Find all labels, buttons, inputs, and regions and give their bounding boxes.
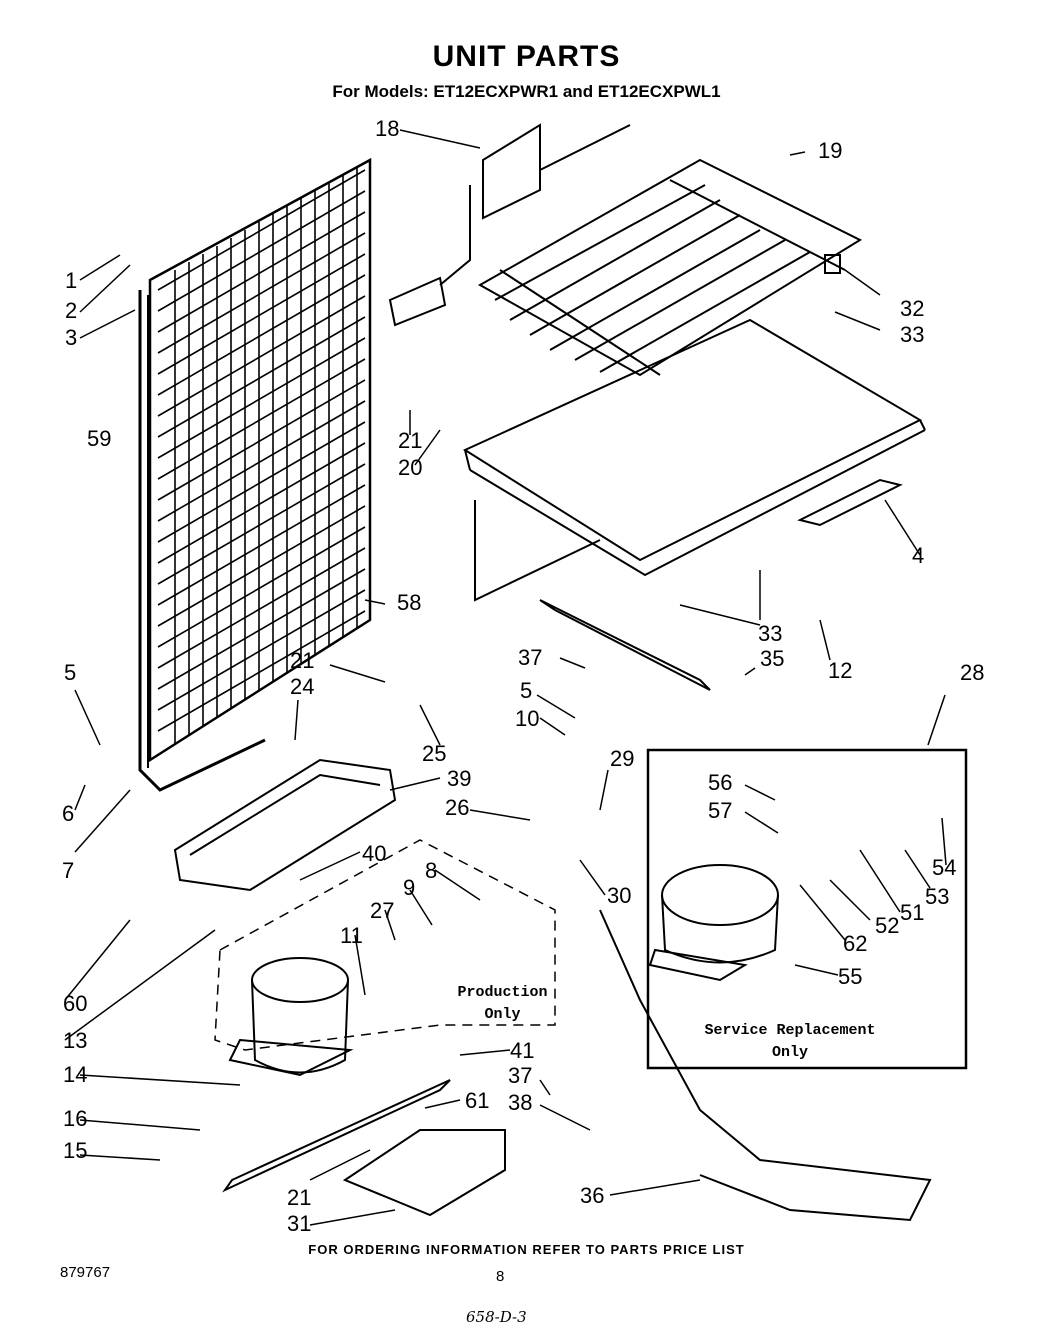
callout-16: 16 — [63, 1106, 88, 1131]
callout-60: 60 — [63, 991, 88, 1016]
liner-floor — [462, 318, 926, 602]
callout-21b: 21 — [290, 648, 315, 673]
callout-53: 53 — [925, 884, 950, 909]
callout-24: 24 — [290, 674, 315, 699]
page-number: 8 — [496, 1268, 505, 1285]
production-only-note: Production Only — [457, 984, 548, 1023]
evaporator-assembly — [388, 123, 863, 377]
callout-62: 62 — [843, 931, 868, 956]
callout-39: 39 — [447, 766, 472, 791]
callout-52: 52 — [875, 913, 900, 938]
callout-26: 26 — [445, 795, 470, 820]
callout-35: 35 — [760, 646, 785, 671]
callout-56: 56 — [708, 770, 733, 795]
callout-5b: 5 — [520, 678, 533, 703]
callout-13: 13 — [63, 1028, 88, 1053]
service-replacement-note: Service Replacement Only — [704, 1022, 876, 1061]
callout-55: 55 — [838, 964, 863, 989]
tubing — [599, 909, 932, 1222]
condenser-coil — [138, 157, 372, 792]
callout-8: 8 — [425, 858, 438, 883]
callout-14: 14 — [63, 1062, 88, 1087]
callout-51: 51 — [900, 900, 925, 925]
callout-15: 15 — [63, 1138, 88, 1163]
base-bracket — [222, 1079, 506, 1217]
ordering-info: FOR ORDERING INFORMATION REFER TO PARTS … — [308, 1242, 745, 1257]
drain-trough — [539, 599, 711, 691]
callout-57: 57 — [708, 798, 733, 823]
document-number: 879767 — [60, 1264, 111, 1281]
callout-20: 20 — [398, 455, 423, 480]
callout-3: 3 — [65, 325, 78, 350]
callout-32: 32 — [900, 296, 925, 321]
callout-37a: 37 — [518, 645, 543, 670]
leader-lines — [64, 129, 947, 1226]
callout-61: 61 — [465, 1088, 490, 1113]
callout-54: 54 — [932, 855, 957, 880]
service-compressor — [648, 864, 779, 982]
service-replacement-box — [646, 748, 968, 1070]
callout-38: 38 — [508, 1090, 533, 1115]
callout-2: 2 — [65, 298, 78, 323]
callout-6: 6 — [62, 801, 75, 826]
callout-4: 4 — [912, 543, 925, 568]
models-subtitle: For Models: ET12ECXPWR1 and ET12ECXPWL1 — [332, 82, 721, 101]
callout-41: 41 — [510, 1038, 535, 1063]
callout-36: 36 — [580, 1183, 605, 1208]
callout-27: 27 — [370, 898, 395, 923]
callout-59: 59 — [87, 426, 112, 451]
drain-pan — [173, 758, 397, 892]
callout-11: 11 — [340, 923, 363, 948]
callout-9: 9 — [403, 875, 416, 900]
compressor — [228, 957, 354, 1077]
callout-21c: 21 — [287, 1185, 312, 1210]
callout-37b: 37 — [508, 1063, 533, 1088]
callout-33b: 33 — [758, 621, 783, 646]
callout-28: 28 — [960, 660, 985, 685]
callout-5a: 5 — [64, 660, 77, 685]
handwritten-note: 658-D-3 — [466, 1308, 527, 1326]
callout-40: 40 — [362, 841, 387, 866]
callout-31: 31 — [287, 1211, 312, 1236]
callout-19: 19 — [818, 138, 843, 163]
callout-30: 30 — [607, 883, 632, 908]
callout-12: 12 — [828, 658, 853, 683]
callout-29: 29 — [610, 746, 635, 771]
callout-25: 25 — [422, 741, 447, 766]
callout-18: 18 — [375, 116, 400, 141]
callout-58: 58 — [397, 590, 422, 615]
callout-1: 1 — [65, 268, 78, 293]
page-title: UNIT PARTS — [432, 40, 621, 73]
callout-10: 10 — [515, 706, 540, 731]
callout-33a: 33 — [900, 322, 925, 347]
callout-7: 7 — [62, 858, 75, 883]
callout-21a: 21 — [398, 428, 423, 453]
